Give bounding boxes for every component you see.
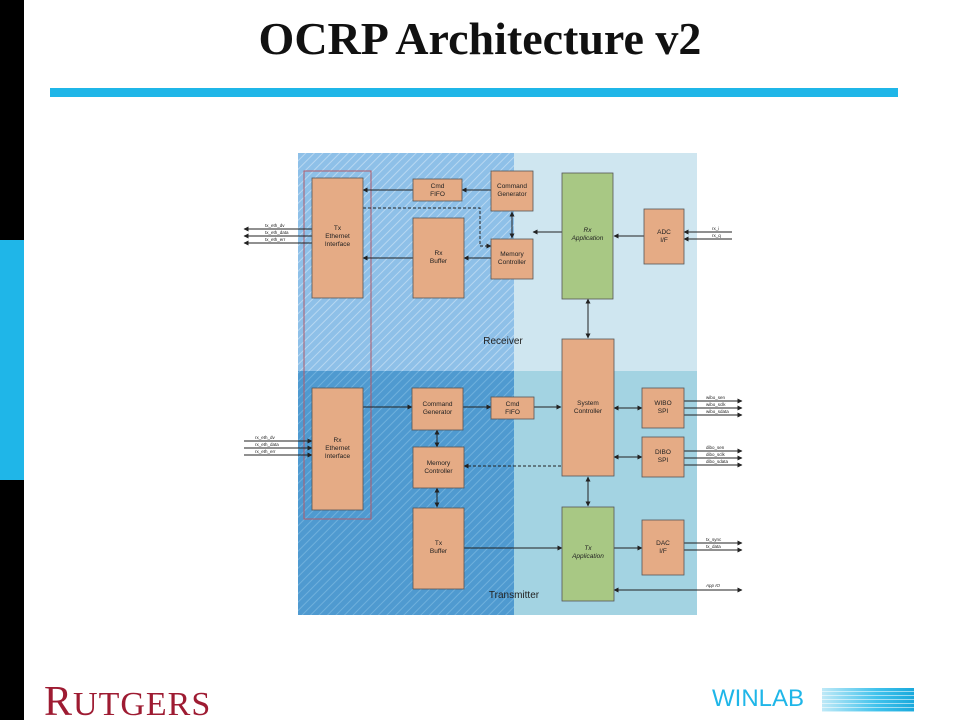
svg-text:tx_eth_err: tx_eth_err — [265, 237, 286, 242]
svg-text:tx_data: tx_data — [706, 544, 721, 549]
slide-title: OCRP Architecture v2 — [258, 13, 702, 64]
svg-text:App IO: App IO — [705, 583, 721, 588]
signal-labels: tx_eth_dv tx_eth_data tx_eth_err rx_eth_… — [255, 223, 729, 588]
architecture-diagram: Receiver Transmitter — [243, 153, 743, 615]
svg-text:rx_eth_err: rx_eth_err — [255, 449, 276, 454]
winlab-logo-text: WINLAB — [712, 685, 805, 712]
svg-text:rx_eth_data: rx_eth_data — [255, 442, 279, 447]
rutgers-logo: RUTGERS — [44, 679, 212, 725]
svg-text:tx_eth_data: tx_eth_data — [265, 230, 289, 235]
transmitter-label: Transmitter — [489, 590, 540, 601]
ethernet-group-outline — [303, 170, 372, 520]
receiver-label: Receiver — [483, 336, 523, 347]
svg-text:rx_q: rx_q — [712, 233, 721, 238]
left-accent-bar — [0, 240, 24, 480]
svg-text:rx_i: rx_i — [712, 226, 719, 231]
svg-text:wibo_sclk: wibo_sclk — [706, 402, 726, 407]
svg-text:tx_eth_dv: tx_eth_dv — [265, 223, 285, 228]
title-underline — [50, 88, 898, 97]
connectors — [243, 187, 743, 593]
svg-text:wibo_sdata: wibo_sdata — [706, 409, 729, 414]
svg-text:dibo_sdata: dibo_sdata — [706, 459, 729, 464]
svg-text:tx_sync: tx_sync — [706, 537, 722, 542]
winlab-logo-swoosh — [822, 688, 914, 712]
svg-text:dibo_sclk: dibo_sclk — [706, 452, 726, 457]
svg-text:dibo_sen: dibo_sen — [706, 445, 725, 450]
svg-text:wibo_sen: wibo_sen — [706, 395, 726, 400]
svg-text:rx_eth_dv: rx_eth_dv — [255, 435, 276, 440]
